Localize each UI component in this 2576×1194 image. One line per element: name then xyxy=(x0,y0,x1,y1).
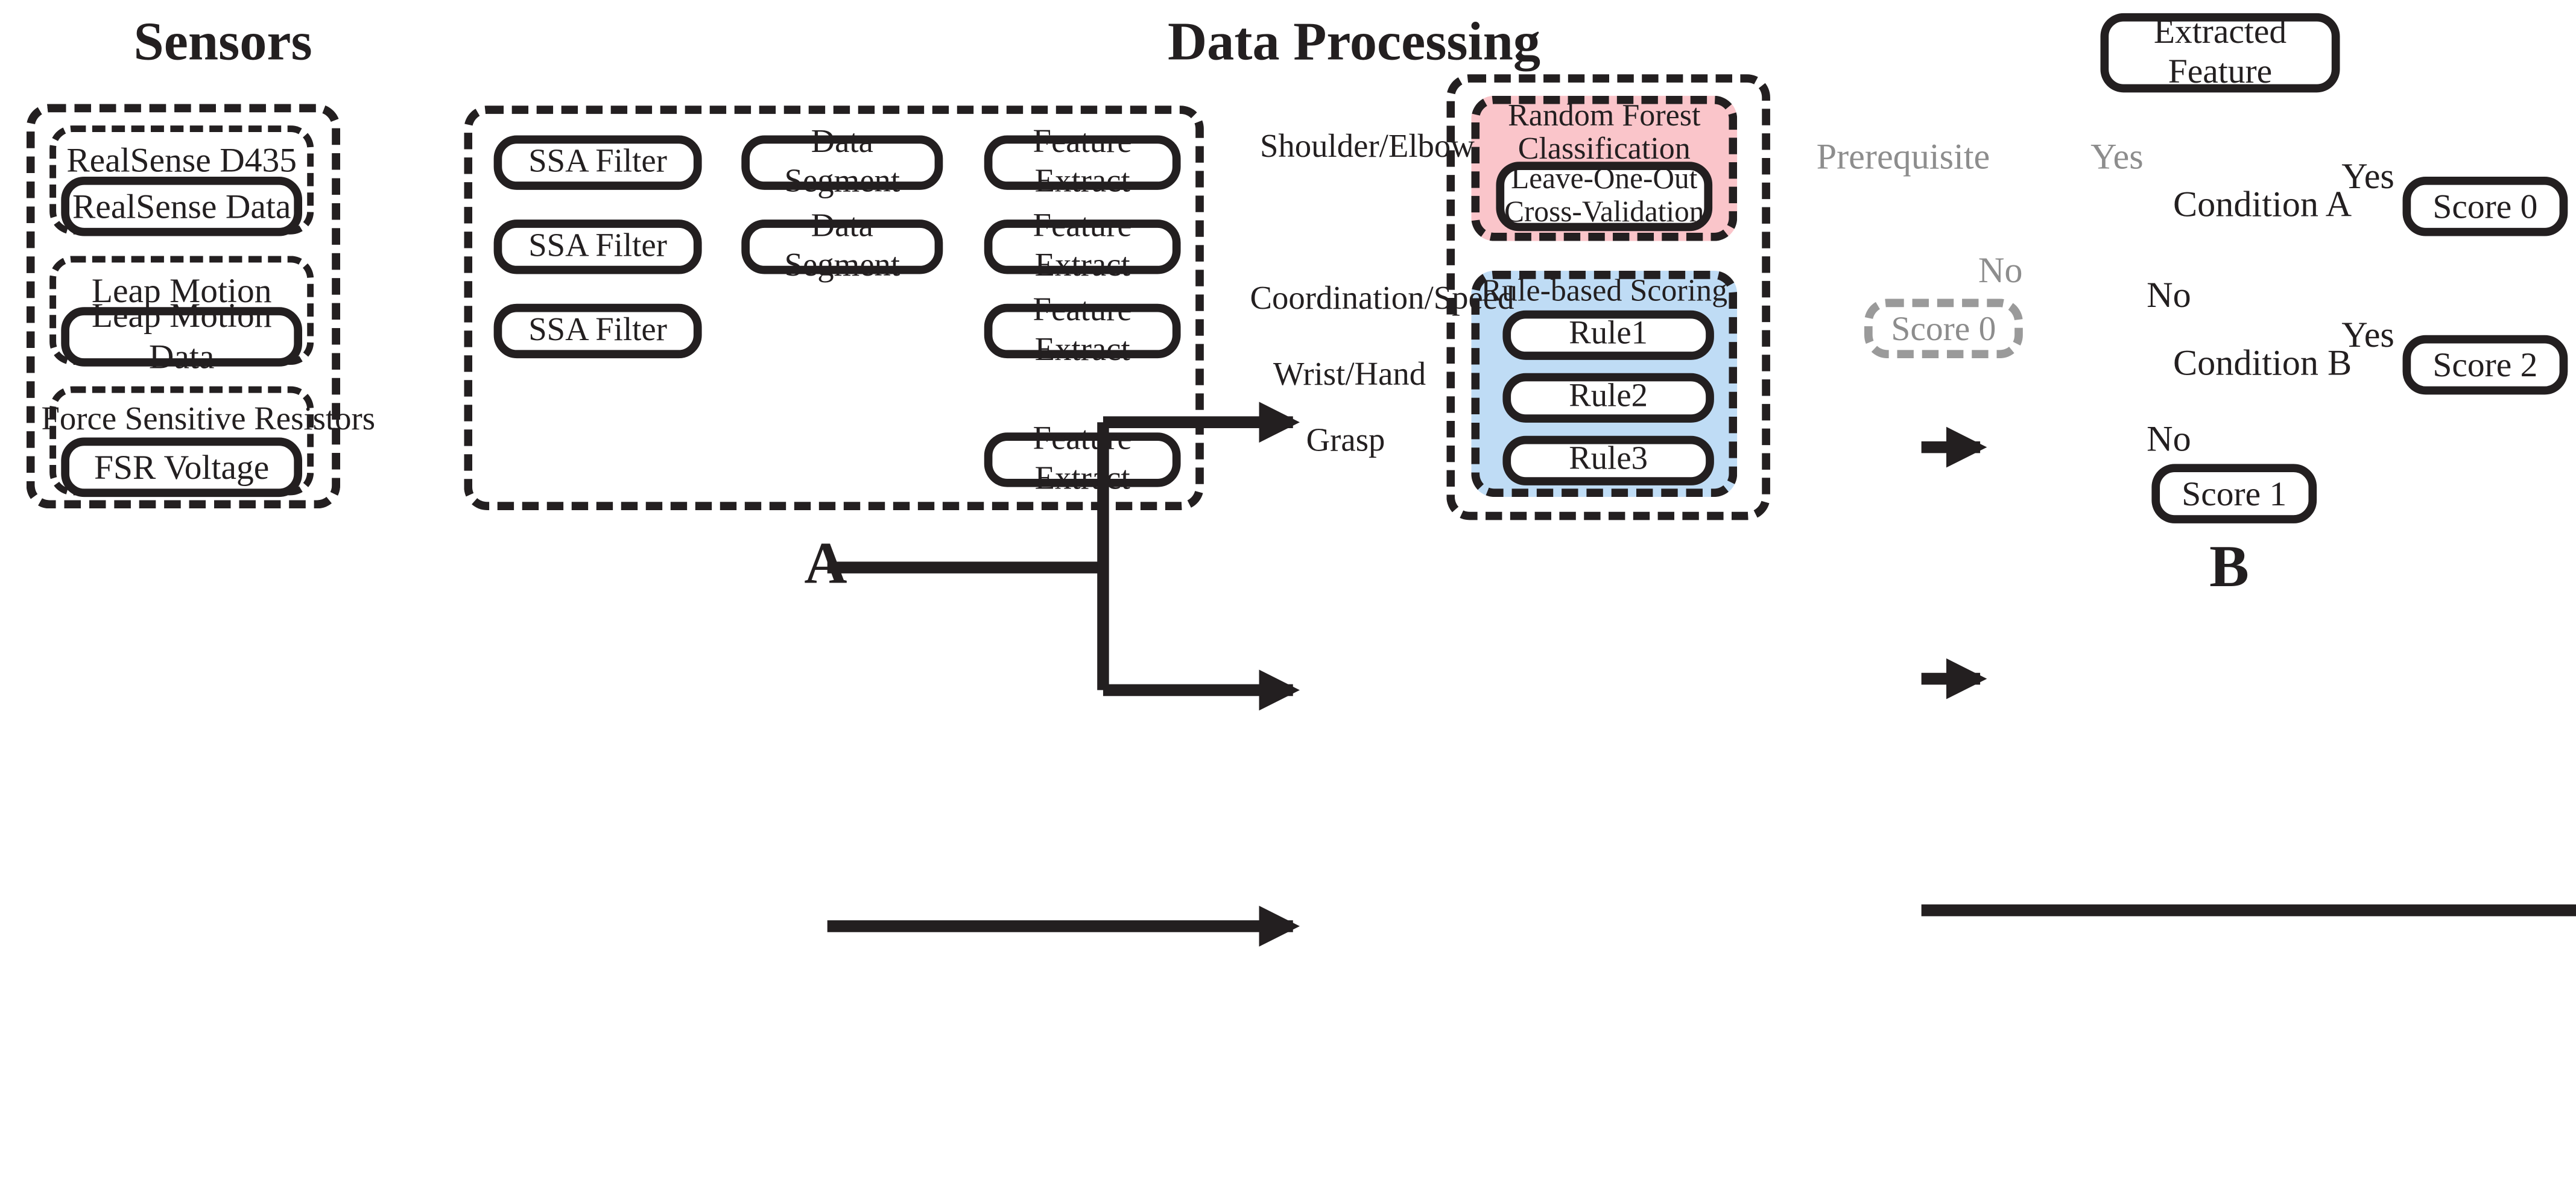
edge-label-wrist-hand: Wrist/Hand xyxy=(1273,356,1426,393)
section-title-sensors: Sensors xyxy=(133,13,312,73)
scoring-methods-frame xyxy=(1446,74,1770,520)
sensor-label-fsr: Force Sensitive Resistors xyxy=(41,401,376,438)
condition-b-label: Condition B xyxy=(2173,341,2352,384)
prerequisite-yes-label: Yes xyxy=(2090,135,2144,177)
score-0-box[interactable]: Score 0 xyxy=(2402,176,2568,236)
rule-box-3[interactable]: Rule3 xyxy=(1502,435,1714,485)
sensor-data-fsr[interactable]: FSR Voltage xyxy=(61,437,303,498)
section-title-data-processing: Data Processing xyxy=(1167,13,1541,73)
leave-one-out-cv-box[interactable]: Leave-One-Out Cross-Validation xyxy=(1496,162,1713,232)
extracted-feature-box[interactable]: Extracted Feature xyxy=(2100,12,2340,93)
condition-b-no-label: No xyxy=(2147,417,2191,460)
ssa-filter-1[interactable]: SSA Filter xyxy=(493,135,702,190)
rule-based-title: Rule-based Scoring xyxy=(1481,274,1728,309)
sensors-outer-frame xyxy=(26,104,340,509)
random-forest-title-line2: Classification xyxy=(1517,132,1691,167)
sensor-data-realsense[interactable]: RealSense Data xyxy=(61,176,303,236)
extracted-feature-line1: Extracted xyxy=(2153,12,2287,52)
rule-box-1[interactable]: Rule1 xyxy=(1502,310,1714,360)
condition-a-no-label: No xyxy=(2147,274,2191,315)
panel-letter-b: B xyxy=(2209,533,2249,599)
feature-extract-2[interactable]: Feature Extract xyxy=(984,208,1181,283)
figure-canvas: Sensors Data Processing Scoring Methods … xyxy=(0,0,2576,947)
rule-box-2[interactable]: Rule2 xyxy=(1502,373,1714,423)
feature-extract-3[interactable]: Feature Extract xyxy=(984,292,1181,367)
condition-a-label: Condition A xyxy=(2173,183,2352,225)
ssa-filter-3[interactable]: SSA Filter xyxy=(493,303,702,359)
random-forest-title-line1: Random Forest xyxy=(1508,99,1701,134)
score-2-box[interactable]: Score 2 xyxy=(2402,335,2568,395)
data-processing-frame xyxy=(464,106,1204,510)
score-1-box[interactable]: Score 1 xyxy=(2151,464,2317,523)
condition-a-yes-label: Yes xyxy=(2341,155,2394,197)
prerequisite-no-label: No xyxy=(1978,249,2023,291)
sensor-data-leapmotion[interactable]: Leap Motion Data xyxy=(61,296,303,376)
leave-one-out-line1: Leave-One-Out xyxy=(1511,162,1698,195)
extracted-feature-line2: Feature xyxy=(2168,51,2273,91)
prerequisite-score-0-box[interactable]: Score 0 xyxy=(1864,298,2023,359)
edge-label-coordination-speed: Coordination/Speed xyxy=(1250,280,1514,317)
feature-extract-1[interactable]: Feature Extract xyxy=(984,124,1181,199)
ssa-filter-2[interactable]: SSA Filter xyxy=(493,220,702,274)
condition-b-yes-label: Yes xyxy=(2341,314,2394,355)
sensor-label-leapmotion: Leap Motion xyxy=(91,271,272,311)
prerequisite-label: Prerequisite xyxy=(1816,135,1990,177)
feature-extract-4[interactable]: Feature Extract xyxy=(984,421,1181,496)
sensor-label-realsense: RealSense D435 xyxy=(66,140,297,180)
panel-a-letter: A xyxy=(804,529,847,596)
data-segment-1[interactable]: Data Segment xyxy=(741,124,943,199)
edge-label-shoulder-elbow: Shoulder/Elbow xyxy=(1259,128,1475,165)
data-segment-2[interactable]: Data Segment xyxy=(741,208,943,283)
edge-label-grasp: Grasp xyxy=(1306,422,1385,460)
cross-validation-line2: Cross-Validation xyxy=(1504,195,1704,228)
